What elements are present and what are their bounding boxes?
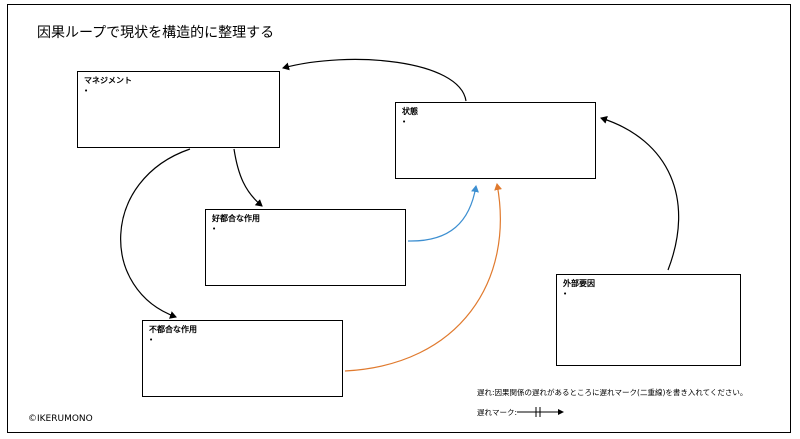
box-external-bullet: • [563, 290, 568, 298]
box-unfavorable[interactable]: 不都合な作用 • [142, 320, 343, 397]
delay-note: 遅れ:因果関係の遅れがあるところに遅れマーク(二重線)を書き入れてください。 [477, 388, 748, 397]
box-state-label: 状態 [402, 107, 418, 116]
box-management[interactable]: マネジメント • [77, 71, 280, 148]
delay-mark-label: 遅れマーク: [477, 408, 518, 417]
box-favorable-bullet: • [212, 225, 217, 233]
box-external[interactable]: 外部要因 • [556, 274, 741, 366]
box-state[interactable]: 状態 • [395, 102, 596, 179]
box-management-bullet: • [84, 87, 89, 95]
delay-mark-icon [517, 407, 564, 417]
diagram-frame [7, 4, 791, 433]
copyright: ©IKERUMONO [28, 414, 93, 424]
box-favorable[interactable]: 好都合な作用 • [205, 209, 406, 286]
box-favorable-label: 好都合な作用 [212, 214, 260, 223]
box-unfavorable-label: 不都合な作用 [149, 325, 197, 334]
page-title: 因果ループで現状を構造的に整理する [37, 25, 275, 41]
box-external-label: 外部要因 [563, 279, 595, 288]
box-unfavorable-bullet: • [149, 336, 154, 344]
box-management-label: マネジメント [84, 76, 132, 85]
box-state-bullet: • [402, 118, 407, 126]
